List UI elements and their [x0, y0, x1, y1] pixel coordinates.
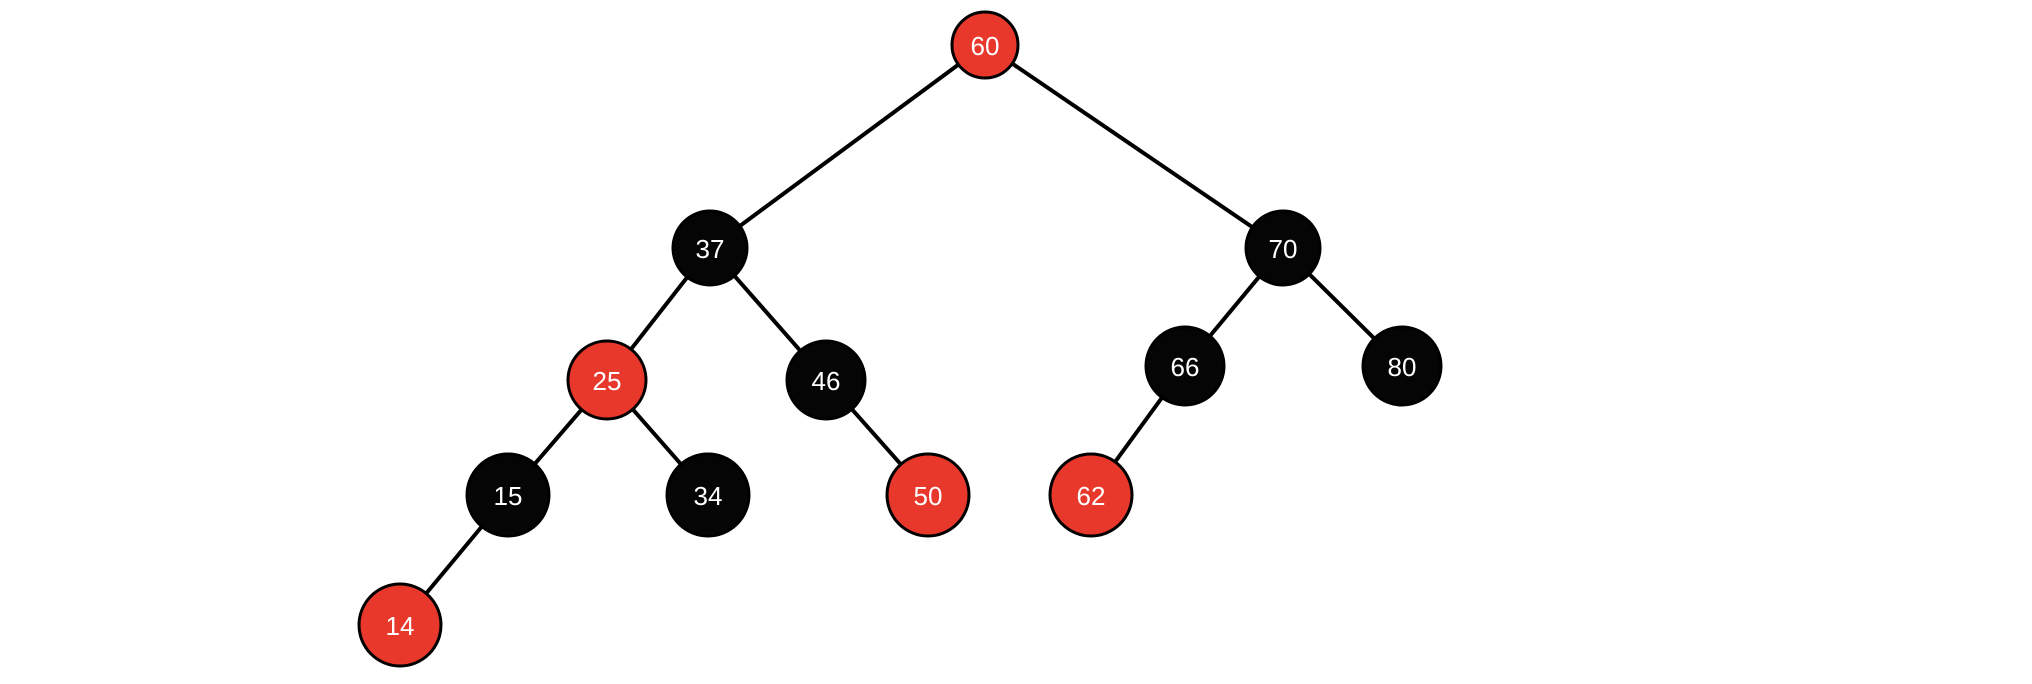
tree-node-70[interactable]: 70 — [1244, 209, 1322, 287]
tree-node-25[interactable]: 25 — [566, 339, 648, 421]
tree-edge-37-46 — [731, 272, 804, 355]
tree-edge-70-66 — [1206, 272, 1263, 340]
tree-edge-37-25 — [627, 273, 691, 353]
tree-node-46[interactable]: 46 — [785, 339, 867, 421]
tree-node-62[interactable]: 62 — [1048, 452, 1134, 538]
node-circle-14[interactable] — [357, 582, 443, 668]
tree-edge-15-14 — [422, 522, 486, 598]
tree-node-34[interactable]: 34 — [665, 452, 751, 538]
tree-edge-66-62 — [1111, 393, 1166, 466]
node-circle-60[interactable] — [950, 10, 1020, 80]
node-circle-62[interactable] — [1048, 452, 1134, 538]
node-circle-46[interactable] — [785, 339, 867, 421]
tree-edge-46-50 — [848, 405, 905, 468]
node-circle-34[interactable] — [665, 452, 751, 538]
tree-node-80[interactable]: 80 — [1361, 325, 1443, 407]
node-circle-80[interactable] — [1361, 325, 1443, 407]
tree-node-66[interactable]: 66 — [1144, 325, 1226, 407]
tree-node-14[interactable]: 14 — [357, 582, 443, 668]
node-circle-66[interactable] — [1144, 325, 1226, 407]
tree-edge-60-37 — [736, 61, 963, 230]
tree-edge-25-34 — [629, 405, 685, 468]
tree-node-60[interactable]: 60 — [950, 10, 1020, 80]
node-circle-15[interactable] — [465, 452, 551, 538]
tree-node-50[interactable]: 50 — [885, 452, 971, 538]
node-circle-25[interactable] — [566, 339, 648, 421]
node-circle-50[interactable] — [885, 452, 971, 538]
tree-node-15[interactable]: 15 — [465, 452, 551, 538]
tree-edge-25-15 — [531, 406, 585, 468]
node-circle-37[interactable] — [671, 209, 749, 287]
tree-edge-60-70 — [1008, 60, 1257, 231]
edges-layer — [422, 60, 1378, 598]
tree-node-37[interactable]: 37 — [671, 209, 749, 287]
node-circle-70[interactable] — [1244, 209, 1322, 287]
tree-edge-70-80 — [1305, 270, 1378, 342]
